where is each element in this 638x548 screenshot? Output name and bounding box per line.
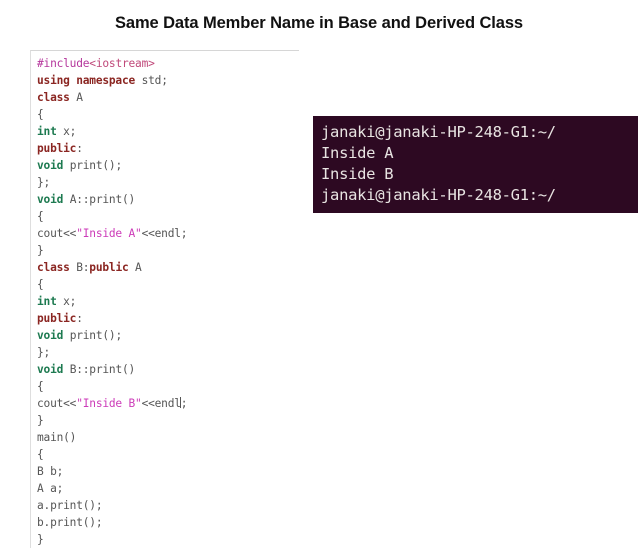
code-token-kw: public [37, 312, 77, 325]
code-line: { [37, 378, 299, 395]
terminal-line: janaki@janaki-HP-248-G1:~/ [321, 123, 556, 141]
code-token-plain: : [76, 142, 83, 155]
code-token-plain: b.print(); [37, 516, 103, 529]
code-token-plain: { [37, 380, 44, 393]
code-line: } [37, 412, 299, 429]
code-line: { [37, 276, 299, 293]
code-token-plain: <<endl; [141, 227, 188, 240]
terminal-line: Inside B [321, 165, 394, 183]
code-line: B b; [37, 463, 299, 480]
code-token-plain: { [37, 448, 44, 461]
code-token-plain: : [76, 312, 83, 325]
code-token-type: void [37, 193, 64, 206]
code-line: { [37, 106, 299, 123]
code-line: } [37, 242, 299, 259]
code-token-plain: { [37, 278, 44, 291]
code-token-plain: }; [37, 176, 51, 189]
code-line: int x; [37, 123, 299, 140]
code-token-kw: class [37, 261, 70, 274]
code-token-plain: a.print(); [37, 499, 103, 512]
code-token-str: "Inside B" [76, 397, 142, 410]
code-line: void B::print() [37, 361, 299, 378]
code-token-plain: A [128, 261, 142, 274]
code-token-kw: class [37, 91, 70, 104]
code-token-type: int [37, 125, 57, 138]
code-line: using namespace std; [37, 72, 299, 89]
code-token-plain: A [69, 91, 83, 104]
code-line: cout<<"Inside B"<<endl; [37, 395, 299, 412]
code-token-plain: { [37, 210, 44, 223]
page-title: Same Data Member Name in Base and Derive… [115, 14, 523, 32]
terminal-line: Inside A [321, 144, 394, 162]
code-line: void print(); [37, 157, 299, 174]
code-line: cout<<"Inside A"<<endl; [37, 225, 299, 242]
code-line: int x; [37, 293, 299, 310]
code-line: void A::print() [37, 191, 299, 208]
code-line: void print(); [37, 327, 299, 344]
code-line: public: [37, 140, 299, 157]
code-token-plain: cout<< [37, 397, 77, 410]
code-token-plain: }; [37, 346, 51, 359]
code-line: A a; [37, 480, 299, 497]
code-token-kw: public [37, 142, 77, 155]
code-line: }; [37, 344, 299, 361]
code-token-plain: std; [135, 74, 168, 87]
code-token-plain: ; [180, 397, 188, 410]
code-line: }; [37, 174, 299, 191]
code-token-plain: B: [69, 261, 90, 274]
code-line: { [37, 208, 299, 225]
code-token-pre: #include [37, 57, 90, 70]
code-line: class B:public A [37, 259, 299, 276]
code-token-plain: A::print() [63, 193, 136, 206]
code-line: b.print(); [37, 514, 299, 531]
code-line: main() [37, 429, 299, 446]
code-token-plain: } [37, 244, 44, 257]
terminal-line: janaki@janaki-HP-248-G1:~/ [321, 186, 556, 204]
code-token-type: int [37, 295, 57, 308]
code-line: } [37, 531, 299, 548]
code-token-plain: } [37, 414, 44, 427]
code-token-type: void [37, 159, 64, 172]
terminal-output: janaki@janaki-HP-248-G1:~/ Inside A Inside… [313, 116, 638, 213]
code-token-plain: B::print() [63, 363, 136, 376]
code-line: class A [37, 89, 299, 106]
code-token-plain: cout<< [37, 227, 77, 240]
code-token-plain: } [37, 533, 44, 546]
code-token-type: void [37, 329, 64, 342]
code-token-plain: x; [56, 125, 77, 138]
code-token-plain: main() [37, 431, 77, 444]
code-line: public: [37, 310, 299, 327]
code-token-kw: public [89, 261, 129, 274]
code-token-inc: <iostream> [89, 57, 155, 70]
code-line: { [37, 446, 299, 463]
code-token-plain: x; [56, 295, 77, 308]
code-token-type: void [37, 363, 64, 376]
code-token-plain: { [37, 108, 44, 121]
code-token-plain: print(); [63, 159, 122, 172]
code-line: a.print(); [37, 497, 299, 514]
code-token-plain: B b; [37, 465, 64, 478]
code-token-str: "Inside A" [76, 227, 142, 240]
code-line: #include<iostream> [37, 55, 299, 72]
code-token-kw: using namespace [37, 74, 136, 87]
code-token-plain: print(); [63, 329, 122, 342]
code-listing: #include<iostream>using namespace std;cl… [30, 50, 299, 548]
code-token-plain: <<endl [141, 397, 181, 410]
text-cursor [180, 397, 182, 408]
code-token-plain: A a; [37, 482, 64, 495]
